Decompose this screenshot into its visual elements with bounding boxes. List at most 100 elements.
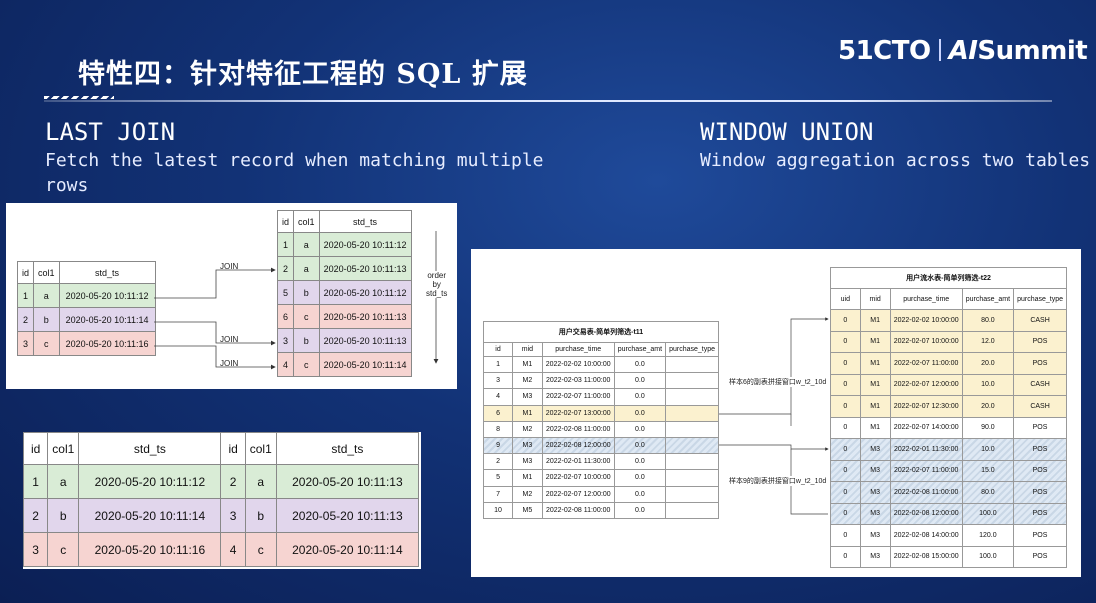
join-label-3: JOIN	[220, 359, 239, 368]
cell: 2	[482, 453, 514, 471]
window-arrow-2	[719, 444, 829, 451]
cell: 0	[830, 438, 861, 461]
header-cell: id	[220, 432, 246, 465]
cell: CASH	[1013, 373, 1067, 396]
union-right-table: 用户流水表-简单列筛选-t22 uid mid purchase_time pu…	[830, 267, 1067, 568]
cell: b	[244, 498, 277, 533]
window-label-1: 样本6的副表拼接窗口w_t2_10d	[729, 377, 827, 387]
cell: 3	[220, 498, 246, 533]
cell	[665, 453, 719, 471]
cell: M1	[859, 373, 891, 396]
cell: 1	[276, 232, 295, 257]
cell: 9	[482, 436, 514, 455]
last-join-title: LAST JOIN	[45, 118, 176, 146]
cell: 3	[276, 328, 295, 353]
table-row: 4 c 2020-05-20 10:11:14	[276, 352, 412, 377]
cell: c	[47, 532, 80, 567]
header-cell: std_ts	[58, 261, 156, 284]
cell: 2020-05-20 10:11:13	[275, 498, 420, 533]
cell: 3	[16, 331, 35, 356]
cell: 15.0	[961, 459, 1015, 482]
window-label-2: 样本9的副表拼接窗口w_t2_10d	[729, 476, 827, 486]
table-row: 1 a 2020-05-20 10:11:12	[16, 283, 156, 308]
cell: 100.0	[961, 545, 1015, 568]
cell: a	[293, 256, 320, 281]
cell: 10.0	[961, 373, 1015, 396]
header-cell: uid	[830, 288, 861, 310]
cell: M3	[512, 453, 543, 471]
cell: M1	[512, 469, 543, 487]
cell	[665, 436, 719, 455]
cell: 2022-02-07 10:00:00	[889, 330, 963, 353]
cell: 20.0	[961, 352, 1015, 375]
cell: c	[293, 304, 320, 329]
cell: 2022-02-03 11:00:00	[541, 372, 615, 390]
title-divider-accent	[44, 96, 114, 99]
header-cell: id	[16, 261, 35, 284]
cell: 0.0	[613, 372, 667, 390]
cell: 6	[276, 304, 295, 329]
union-right-header: uid mid purchase_time purchase_amt purch…	[830, 288, 1067, 310]
cell: c	[33, 331, 60, 356]
cell: 1	[22, 464, 49, 499]
cell: M1	[859, 330, 891, 353]
cell: 0	[830, 309, 861, 332]
cell: M3	[859, 438, 891, 461]
table-row: 1 a 2020-05-20 10:11:12 2 a 2020-05-20 1…	[22, 464, 420, 499]
cell: 2020-05-20 10:11:14	[318, 352, 412, 377]
cell: M2	[512, 372, 543, 390]
window-union-title: WINDOW UNION	[700, 118, 874, 146]
cell: a	[33, 283, 60, 308]
cell: 0.0	[613, 453, 667, 471]
cell: 2020-05-20 10:11:12	[318, 280, 412, 305]
cell: 2	[220, 464, 246, 499]
cell: M3	[859, 524, 891, 547]
cell: POS	[1013, 481, 1067, 504]
header-cell: purchase_time	[541, 342, 615, 357]
table-row: 3 b 2020-05-20 10:11:13	[276, 328, 412, 353]
cell: CASH	[1013, 395, 1067, 418]
header-cell: col1	[293, 210, 320, 233]
cell: 0	[830, 352, 861, 375]
cell: 4	[220, 532, 246, 567]
cell: 2022-02-08 11:00:00	[541, 501, 615, 519]
cell	[665, 372, 719, 390]
cell	[665, 420, 719, 438]
cell: 2022-02-02 10:00:00	[889, 309, 963, 332]
cell: b	[33, 307, 60, 332]
cell: 0.0	[613, 420, 667, 438]
cell: M3	[859, 545, 891, 568]
cell: 2020-05-20 10:11:16	[58, 331, 156, 356]
cell: 0.0	[613, 355, 667, 374]
cell: 0.0	[613, 404, 667, 422]
cell: 80.0	[961, 309, 1015, 332]
header-cell: purchase_amt	[961, 288, 1015, 310]
cell: 20.0	[961, 395, 1015, 418]
cell: 3	[22, 532, 49, 567]
cell: 8	[482, 420, 514, 438]
cell: c	[244, 532, 277, 567]
cell	[665, 404, 719, 422]
cell: POS	[1013, 502, 1067, 525]
last-join-subtitle-line1: Fetch the latest record when matching mu…	[45, 150, 544, 171]
cell: 1	[16, 283, 35, 308]
cell: 2022-02-08 11:00:00	[889, 481, 963, 504]
cell: 2020-05-20 10:11:14	[78, 498, 222, 533]
header-cell: id	[276, 210, 295, 233]
cell	[665, 501, 719, 519]
cell: 2020-05-20 10:11:13	[275, 464, 420, 499]
cell: 2022-02-08 14:00:00	[889, 524, 963, 547]
